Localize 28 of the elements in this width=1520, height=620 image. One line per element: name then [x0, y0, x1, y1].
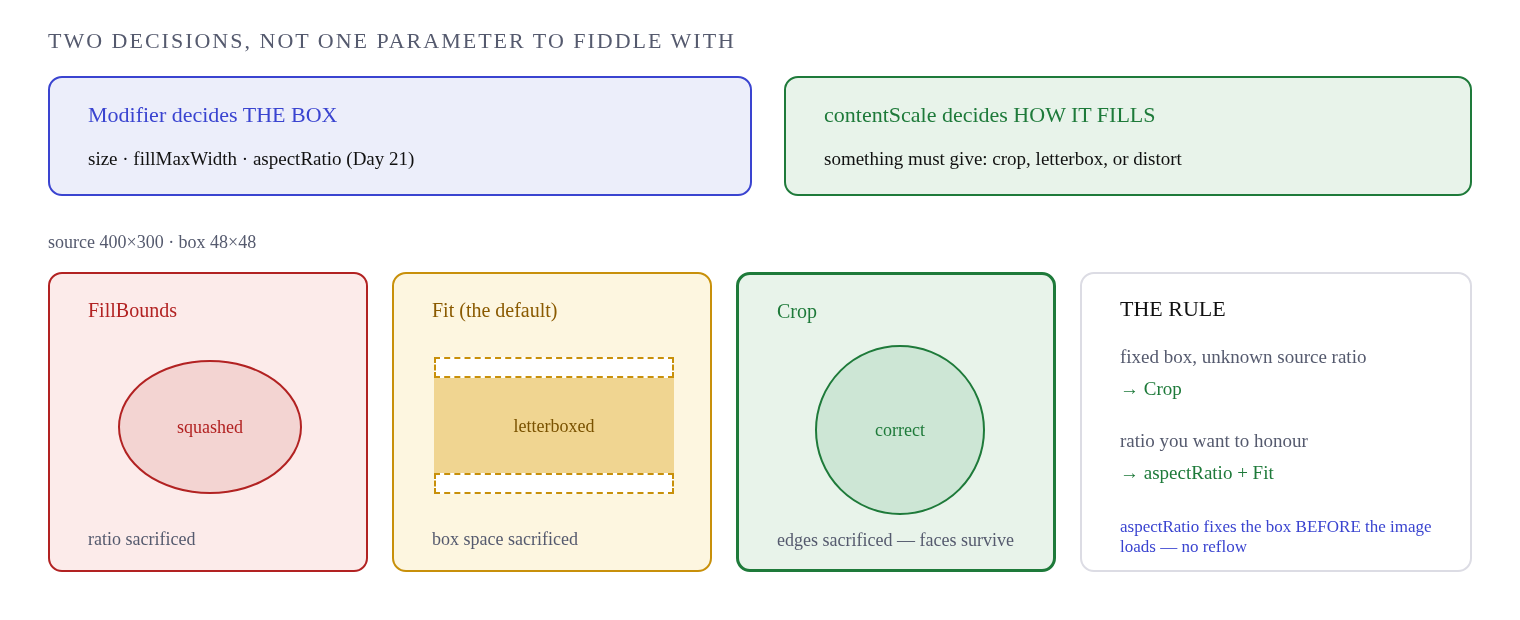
card-text: fixed box, unknown source ratio: [1120, 346, 1367, 369]
info-card: [1080, 272, 1472, 572]
info-card: [784, 76, 1472, 196]
card-text: edges sacrificed — faces survive: [777, 530, 1014, 552]
rule-result: → aspectRatio + Fit: [1120, 462, 1274, 485]
info-card: [48, 76, 752, 196]
card-text: something must give: crop, letterbox, or distort: [824, 148, 1182, 171]
section-caption: source 400×300 · box 48×48: [48, 232, 257, 253]
card-heading: FillBounds: [88, 298, 177, 322]
shape-label: correct: [875, 419, 925, 441]
card-heading: THE RULE: [1120, 296, 1226, 323]
card-heading: Crop: [777, 299, 817, 323]
info-card: [48, 272, 368, 572]
card-text: size · fillMaxWidth · aspectRatio (Day 21): [88, 148, 415, 171]
info-card: [736, 272, 1056, 572]
info-card: [392, 272, 712, 572]
card-text: box space sacrificed: [432, 529, 578, 551]
image-area: [434, 378, 674, 473]
card-heading: Fit (the default): [432, 298, 558, 322]
rule-note: aspectRatio fixes the box BEFORE the image loads — no reflow: [1120, 517, 1433, 558]
card-heading: Modifier decides THE BOX: [88, 102, 338, 129]
rule-result: → Crop: [1120, 378, 1182, 401]
diagram-title: TWO DECISIONS, NOT ONE PARAMETER TO FIDDLE WITH: [48, 28, 736, 54]
card-text: ratio sacrificed: [88, 529, 196, 551]
card-text: ratio you want to honour: [1120, 430, 1308, 453]
card-heading: contentScale decides HOW IT FILLS: [824, 102, 1156, 129]
shape-label: letterboxed: [513, 415, 595, 436]
shape-label: squashed: [177, 416, 243, 438]
